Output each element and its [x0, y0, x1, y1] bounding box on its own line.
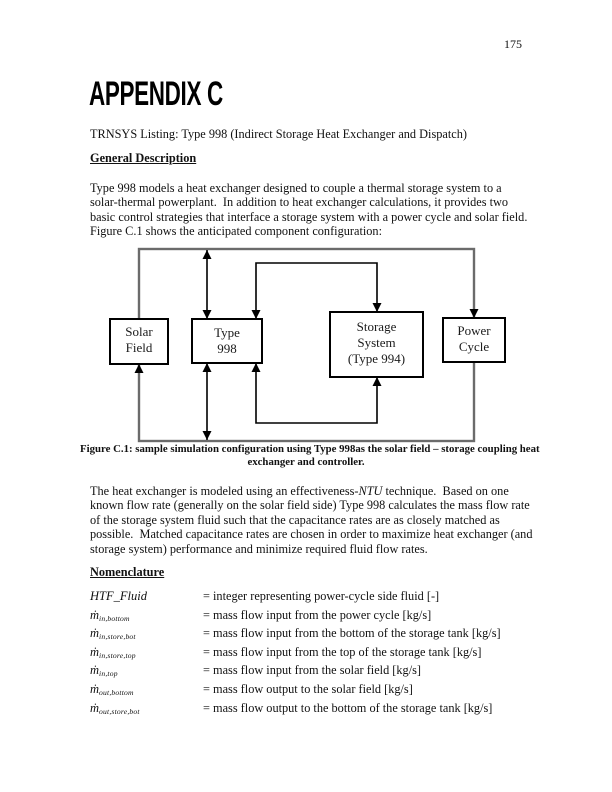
- text-line: Figure C.1 shows the anticipated compone…: [90, 224, 382, 239]
- storage-system-label: (Type 994): [348, 351, 405, 366]
- nomenclature-definition: = mass flow input from the top of the st…: [203, 644, 482, 659]
- figure-caption-line: Figure C.1: sample simulation configurat…: [80, 443, 540, 455]
- inner-loop-bottom-line: [255, 363, 378, 424]
- figure-caption: Figure C.1: sample simulation configurat…: [80, 443, 540, 468]
- page-number: 175: [504, 37, 522, 51]
- type998-label: Type: [214, 325, 240, 340]
- nomenclature-row: HTF_Fluid = integer representing power-cy…: [90, 589, 540, 608]
- nomenclature-row: ṁin,top = mass flow input from the solar …: [90, 663, 540, 682]
- solar-field-label: Field: [126, 340, 153, 355]
- storage-system-box: [329, 311, 424, 378]
- nomenclature-definition: = mass flow input from the power cycle […: [203, 607, 432, 622]
- storage-system-label: Storage: [357, 319, 397, 334]
- storage-system-label: System: [357, 335, 395, 350]
- text-line: Type 998 models a heat exchanger designe…: [90, 181, 502, 195]
- arrowhead-up-icon: [202, 363, 212, 372]
- arrowhead-down-icon: [469, 309, 479, 318]
- appendix-title: APPENDIX C: [89, 75, 223, 113]
- nomenclature-row: ṁin,store,top = mass flow input from the …: [90, 645, 540, 664]
- nomenclature-heading: Nomenclature: [90, 565, 165, 579]
- listing-subtitle: TRNSYS Listing: Type 998 (Indirect Stora…: [90, 127, 467, 141]
- nomenclature-symbol: ṁin,top: [90, 663, 118, 679]
- arrowhead-up-icon: [251, 363, 261, 372]
- nomenclature-definition: = integer representing power-cycle side …: [203, 589, 440, 603]
- type998-label: 998: [217, 341, 237, 356]
- solar-field-label: Solar: [125, 324, 153, 339]
- nomenclature-definition: = mass flow input from the bottom of the…: [203, 626, 501, 641]
- nomenclature-definition: = mass flow output to the bottom of the …: [203, 700, 493, 715]
- arrowhead-up-icon: [202, 250, 212, 259]
- component-configuration-diagram: Solar Field Type 998 Storage System (Typ…: [90, 247, 525, 445]
- text-line: known flow rate (generally on the solar …: [90, 498, 530, 513]
- diagram-svg: Solar Field Type 998 Storage System (Typ…: [109, 247, 506, 443]
- nomenclature-row: ṁout,store,bot = mass flow output to the …: [90, 701, 540, 720]
- general-description-heading: General Description: [90, 151, 197, 165]
- nomenclature-symbol: ṁout,bottom: [90, 681, 134, 697]
- arrowhead-up-icon: [134, 364, 144, 373]
- text-line: storage system) performance and minimize…: [90, 541, 428, 556]
- text-line: basic control strategies that interface …: [90, 209, 528, 224]
- type998-box: [191, 318, 263, 364]
- arrowhead-down-icon: [202, 431, 212, 440]
- text-line: The heat exchanger is modeled using an e…: [90, 484, 509, 498]
- arrowhead-up-icon: [372, 377, 382, 386]
- nomenclature-row: ṁin,bottom = mass flow input from the pow…: [90, 608, 540, 627]
- figure-caption-line: exchanger and controller.: [247, 455, 365, 468]
- text-line: possible. Matched capacitance rates are …: [90, 527, 533, 542]
- text-line: solar-thermal powerplant. In addition to…: [90, 195, 509, 210]
- paragraph-2: The heat exchanger is modeled using an e…: [90, 484, 540, 556]
- power-cycle-label: Power: [457, 323, 491, 338]
- nomenclature-symbol: ṁin,store,bot: [90, 626, 136, 642]
- inner-loop-top-line: [255, 262, 378, 319]
- nomenclature-symbol: HTF_Fluid: [90, 589, 147, 603]
- nomenclature-symbol: ṁin,store,top: [90, 644, 136, 660]
- arrowhead-down-icon: [372, 303, 382, 312]
- nomenclature-row: ṁout,bottom = mass flow output to the sol…: [90, 682, 540, 701]
- nomenclature-symbol: ṁout,store,bot: [90, 700, 140, 716]
- arrowhead-down-icon: [202, 310, 212, 319]
- arrowhead-down-icon: [251, 310, 261, 319]
- nomenclature-definition: = mass flow output to the solar field [k…: [203, 681, 413, 696]
- nomenclature-definition: = mass flow input from the solar field […: [203, 663, 421, 678]
- nomenclature-list: HTF_Fluid = integer representing power-cy…: [90, 589, 540, 719]
- text-line: of the storage system fluid such that th…: [90, 512, 500, 527]
- nomenclature-row: ṁin,store,bot = mass flow input from the …: [90, 626, 540, 645]
- nomenclature-symbol: ṁin,bottom: [90, 607, 130, 623]
- paragraph-1: Type 998 models a heat exchanger designe…: [90, 181, 540, 239]
- power-cycle-label: Cycle: [459, 339, 490, 354]
